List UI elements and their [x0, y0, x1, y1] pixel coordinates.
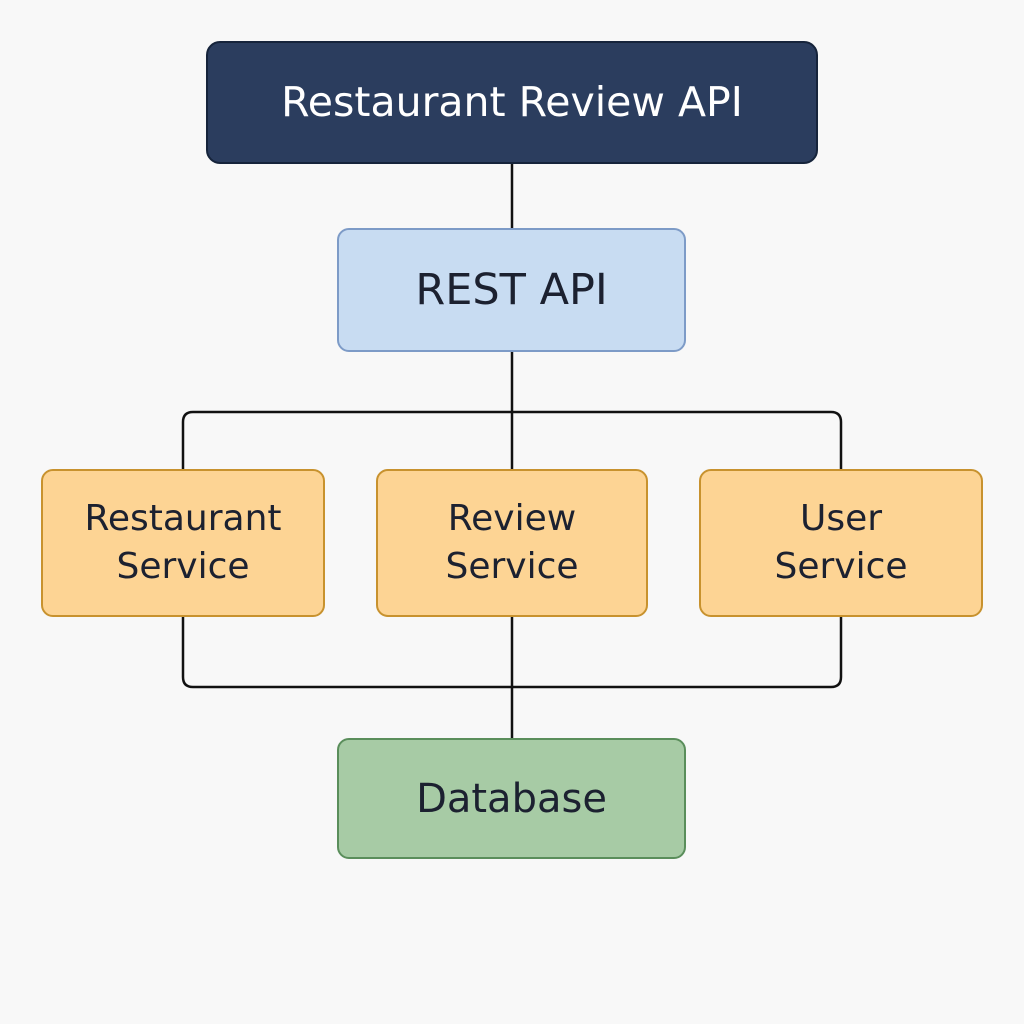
node-label: Review Service — [445, 495, 578, 591]
node-label: User Service — [774, 495, 907, 591]
node-database: Database — [337, 738, 686, 859]
node-label: REST API — [415, 265, 607, 315]
node-label: Database — [416, 776, 607, 822]
node-rest-api: REST API — [337, 228, 686, 352]
node-user-service: User Service — [699, 469, 983, 617]
node-label: Restaurant Review API — [281, 80, 743, 125]
node-restaurant-review-api: Restaurant Review API — [206, 41, 818, 164]
node-label: Restaurant Service — [84, 495, 281, 591]
node-review-service: Review Service — [376, 469, 648, 617]
node-restaurant-service: Restaurant Service — [41, 469, 325, 617]
